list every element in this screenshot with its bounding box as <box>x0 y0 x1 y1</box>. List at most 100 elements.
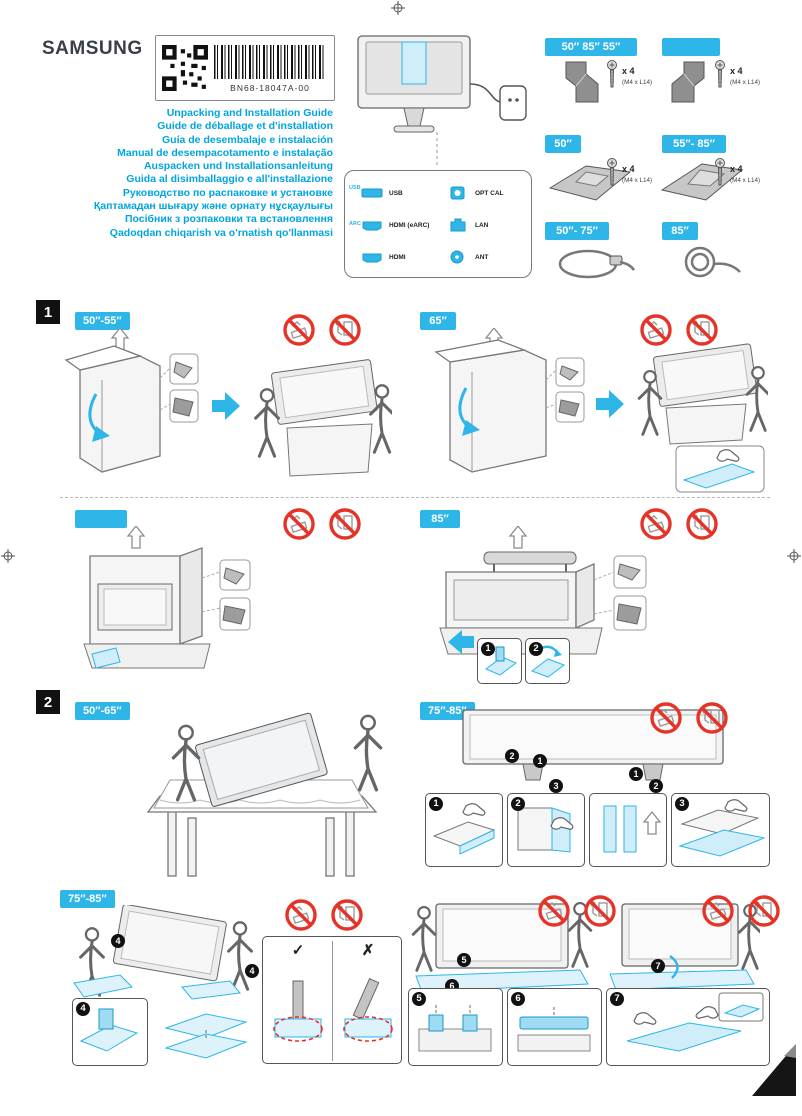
no-lay-flat-icon <box>283 508 315 540</box>
cable-tie-illustration <box>558 249 636 279</box>
step-marker: 1 <box>533 754 547 768</box>
unboxing-scene-85 <box>439 526 647 655</box>
screw-spec-label: (M4 x L14) <box>730 177 761 184</box>
registration-mark-right <box>787 549 801 563</box>
title-line: Қаптамадан шығару және орнату нұсқаулығы <box>93 200 333 213</box>
svg-text:7: 7 <box>655 961 660 971</box>
port-cell-lan: LAN <box>447 211 525 239</box>
step-panel-2: 2 <box>525 638 570 684</box>
step-panel-3: 3 <box>671 793 770 867</box>
foam-parts-illustration <box>164 1013 248 1059</box>
svg-text:4: 4 <box>249 966 254 976</box>
no-press-screen-icon <box>686 508 718 540</box>
check-bad-mark: ✗ <box>361 942 375 959</box>
screw-set: x 4(M4 x L14) <box>714 158 760 188</box>
samsung-logo: SAMSUNG <box>42 38 143 59</box>
ports-side-label-usb: USB <box>349 185 361 191</box>
ports-side-label-arc: ARC <box>349 221 361 227</box>
screw-icon <box>607 158 617 186</box>
port-cell-hdmi-earc: HDMI (eARC) <box>361 211 439 239</box>
screw-icon <box>715 158 725 186</box>
size-badge-accessory-row1-right <box>662 38 720 56</box>
prohibition-icons <box>285 899 363 931</box>
no-lay-flat-icon <box>538 895 570 927</box>
incorrect-stand-illustration <box>343 978 393 1042</box>
step-panel-6: 6 <box>507 988 602 1066</box>
port-cell-ant: ANT <box>447 243 525 271</box>
step-marker: 2 <box>529 642 543 656</box>
svg-text:2: 2 <box>509 751 514 761</box>
step-marker: 1 <box>429 797 443 811</box>
product-label: BN68-18047A-00 <box>155 35 335 101</box>
step-marker: 5 <box>457 953 471 967</box>
prohibition-icons <box>283 508 361 540</box>
connector-panel-highlight <box>401 41 427 85</box>
power-cord-line <box>469 83 503 103</box>
svg-text:3: 3 <box>553 781 558 791</box>
size-badge-accessory-row3-left: 50″- 75″ <box>545 222 609 240</box>
svg-text:5: 5 <box>461 955 466 965</box>
optical-port-icon <box>450 186 465 200</box>
screw-spec-label: (M4 x L14) <box>622 79 653 86</box>
hdmi-port-icon <box>362 253 382 263</box>
step-marker: 2 <box>511 797 525 811</box>
prohibition-icons <box>640 314 718 346</box>
model-code: BN68-18047A-00 <box>230 83 310 93</box>
title-line: Auspacken und Installationsanleitung <box>143 160 333 173</box>
prohibition-icons <box>283 314 361 346</box>
size-badge-85: 85″ <box>420 510 460 528</box>
title-line: Руководство по распаковке и установке <box>122 186 333 199</box>
tv-on-foam-scene-2: 7 <box>609 903 760 991</box>
section-2-number: 2 <box>36 690 60 714</box>
step-marker: 3 <box>675 797 689 811</box>
check-ok-mark: ✓ <box>291 942 305 959</box>
hdmi-port-icon <box>362 221 382 231</box>
size-badge-50-65: 50″-65″ <box>75 702 130 720</box>
svg-text:4: 4 <box>115 936 120 946</box>
size-badge-65: 65″ <box>420 312 456 330</box>
stand-neck-illustration-right <box>671 61 705 103</box>
step-marker: 6 <box>511 992 525 1006</box>
step-marker: 4 <box>245 964 259 978</box>
step-panel-1: 1 <box>477 638 522 684</box>
size-badge-accessory-row2-left: 50″ <box>545 135 581 153</box>
title-line: Guía de desembalaje e instalación <box>162 133 333 146</box>
step-panel-4: 4 <box>72 998 148 1066</box>
no-press-screen-icon <box>696 702 728 734</box>
step-panel-7: 7 <box>606 988 770 1066</box>
size-badge-50-55: 50″-55″ <box>75 312 130 330</box>
port-cell-hdmi: HDMI <box>361 243 439 271</box>
size-badge-accessory-row1-left: 50″ 85″ 55″ <box>545 38 637 56</box>
prohibition-icons <box>650 702 728 734</box>
no-lay-flat-icon <box>640 314 672 346</box>
stand-neck-illustration-left <box>565 61 599 103</box>
unboxing-scene-65 <box>434 328 768 493</box>
step-marker: 4 <box>111 934 125 948</box>
barcode-icon <box>214 45 326 79</box>
step-marker: 7 <box>610 992 624 1006</box>
prohibition-icons <box>640 508 718 540</box>
size-badge-75-85-bottom-left: 75″-85″ <box>60 890 115 908</box>
screw-qty-label: x 4 <box>730 66 743 76</box>
foam-base-scene: 4 4 <box>73 905 259 1000</box>
step-marker: 2 <box>649 779 663 793</box>
tv-rear-diagram <box>357 35 527 166</box>
no-press-screen-icon <box>748 895 780 927</box>
screw-qty-label: x 4 <box>622 164 635 174</box>
no-lay-flat-icon <box>283 314 315 346</box>
lan-port-icon <box>450 218 466 232</box>
no-press-screen-icon <box>329 508 361 540</box>
panel-divider <box>332 941 333 1061</box>
step-panel-2b: 2 <box>507 793 585 867</box>
correct-incorrect-panel: ✓ ✗ <box>262 936 402 1064</box>
antenna-port-icon <box>450 250 464 264</box>
size-badge-75-85-top: 75″-85″ <box>420 702 475 720</box>
titles-list: Unpacking and Installation Guide Guide d… <box>93 107 333 240</box>
step-panel-lift <box>589 793 667 867</box>
svg-text:1: 1 <box>537 756 542 766</box>
usb-port-icon <box>361 188 383 198</box>
table-placement-scene <box>146 712 383 877</box>
unboxing-scene-50-55 <box>64 328 392 477</box>
no-lay-flat-icon <box>650 702 682 734</box>
